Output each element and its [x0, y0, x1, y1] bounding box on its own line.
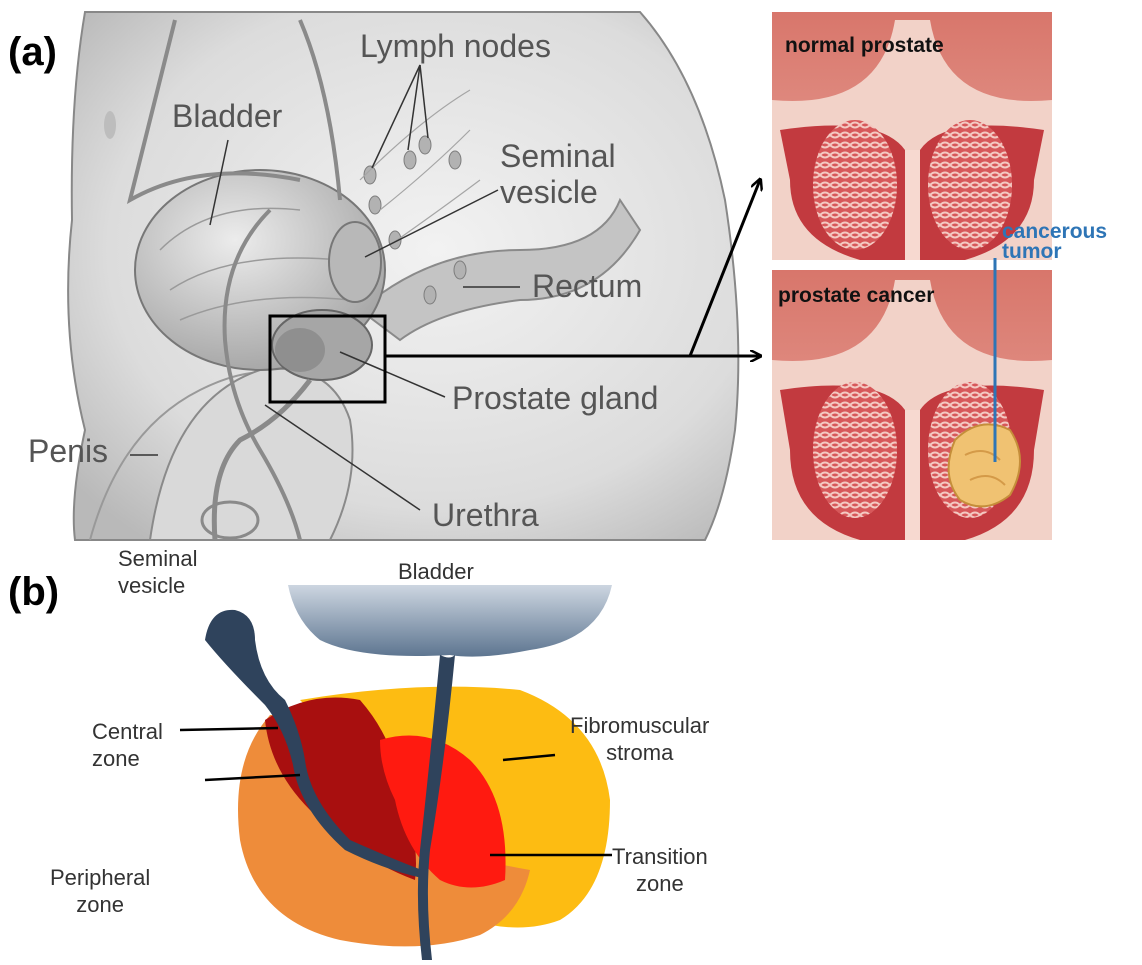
central-zone-line2: zone — [92, 746, 140, 771]
fibromuscular-line2: stroma — [606, 740, 673, 765]
prostate-cancer-title: prostate cancer — [778, 284, 934, 308]
seminal-vesicle-label-line1: Seminal — [500, 138, 616, 174]
tumor-label-line2: tumor — [1002, 240, 1062, 263]
central-zone-label: Central zone — [92, 718, 163, 772]
rectum-label: Rectum — [532, 268, 642, 305]
peripheral-zone-label: Peripheral zone — [50, 864, 150, 918]
penis-label: Penis — [28, 433, 108, 470]
panel-a-label: (a) — [8, 30, 57, 75]
prostate-cancer-inset — [772, 270, 1052, 540]
bladder-label: Bladder — [172, 98, 282, 135]
fibromuscular-line1: Fibromuscular — [570, 713, 709, 738]
seminal-vesicle-label: Seminal vesicle — [500, 138, 616, 210]
b-seminal-vesicle-label: Seminal vesicle — [118, 545, 197, 599]
bladder-b-shape — [288, 585, 612, 657]
normal-prostate-title: normal prostate — [785, 34, 944, 58]
tumor-shape — [949, 424, 1020, 506]
central-zone-line1: Central — [92, 719, 163, 744]
peripheral-line2: zone — [76, 892, 124, 917]
seminal-vesicle-shape — [329, 222, 381, 302]
lymph-nodes-label: Lymph nodes — [360, 28, 551, 65]
transition-line1: Transition — [612, 844, 708, 869]
seminal-vesicle-label-line2: vesicle — [500, 174, 598, 210]
urethra-label: Urethra — [432, 497, 539, 534]
prostate-gland-label: Prostate gland — [452, 380, 658, 417]
peripheral-line1: Peripheral — [50, 865, 150, 890]
panel-b-label: (b) — [8, 570, 59, 615]
b-bladder-label: Bladder — [398, 558, 474, 585]
b-seminal-vesicle-line1: Seminal — [118, 546, 197, 571]
transition-line2: zone — [636, 871, 684, 896]
zonal-diagram — [205, 585, 612, 960]
cancerous-tumor-label: cancerous tumor — [1002, 222, 1107, 262]
transition-zone-label: Transition zone — [612, 843, 708, 897]
b-seminal-vesicle-line2: vesicle — [118, 573, 185, 598]
fibromuscular-stroma-label: Fibromuscular stroma — [570, 712, 709, 766]
